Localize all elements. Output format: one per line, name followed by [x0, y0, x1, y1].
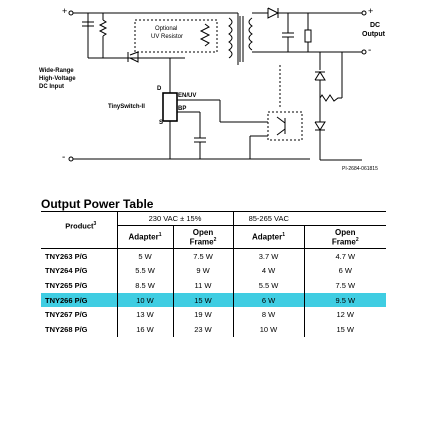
pin-s-label: S [159, 120, 164, 126]
open-frame-230-cell: 11 W [172, 278, 233, 293]
product-cell: TNY265 P/G [45, 280, 88, 290]
output-minus-label: - [368, 45, 372, 56]
output-description-line1: DC [370, 22, 381, 29]
input-minus-label: - [62, 152, 66, 163]
table-title: Output Power Table [41, 197, 386, 212]
open-frame-85-cell: 15 W [303, 321, 386, 337]
input-description-line2: High-Voltage [39, 76, 76, 82]
product-cell: TNY267 P/G [45, 310, 88, 320]
open-frame-85-cell: 7.5 W [303, 278, 386, 293]
product-cell: TNY264 P/G [45, 266, 88, 276]
pin-d-label: D [157, 86, 162, 92]
input-plus-label: + [62, 6, 68, 16]
input-description-line1: Wide-Range [39, 68, 74, 74]
input-description-line3: DC Input [39, 84, 64, 90]
open-frame-230-cell: 9 W [172, 263, 233, 279]
adapter-85-cell: 3.7 W [232, 248, 304, 264]
adapter-230-cell: 13 W [116, 307, 173, 322]
optional-label: Optional [155, 26, 178, 32]
product-cell: TNY266 P/G [41, 292, 117, 308]
product-cell: TNY268 P/G [45, 324, 88, 334]
chip-label: TinySwitch-II [108, 104, 145, 110]
table-row: TNY268 P/G 16 W 23 W 10 W 15 W [41, 321, 386, 337]
product-column-header: Product3 [41, 212, 117, 249]
open-frame-85-cell: 4.7 W [303, 248, 386, 264]
adapter-85-header: Adapter1 [232, 225, 304, 249]
table-row: TNY267 P/G 13 W 19 W 8 W 12 W [41, 307, 386, 322]
table-row: TNY265 P/G 8.5 W 11 W 5.5 W 7.5 W [41, 278, 386, 293]
adapter-230-cell: 5 W [116, 248, 173, 264]
uv-resistor-label: UV Resistor [151, 34, 184, 40]
table-row: TNY263 P/G 5 W 7.5 W 3.7 W 4.7 W [41, 248, 386, 264]
pin-bp-label: BP [178, 106, 187, 112]
adapter-85-cell: 6 W [232, 292, 304, 308]
adapter-230-cell: 5.5 W [116, 263, 173, 279]
open-frame-230-cell: 15 W [172, 292, 233, 308]
open-frame-230-cell: 7.5 W [172, 248, 233, 264]
pin-en-label: EN/UV [178, 93, 197, 99]
adapter-85-cell: 4 W [232, 263, 304, 279]
open-frame-230-cell: 19 W [172, 307, 233, 322]
figure-reference-code: PI-2684-061815 [342, 166, 378, 172]
table-row-highlighted: TNY266 P/G 10 W 15 W 6 W 9.5 W [41, 292, 386, 308]
output-description-line2: Output [362, 31, 385, 38]
circuit-schematic [68, 7, 367, 162]
open-frame-85-cell: 6 W [303, 263, 386, 279]
group-header-85-265vac: 85-265 VAC [232, 212, 304, 226]
adapter-85-cell: 10 W [232, 321, 304, 337]
adapter-230-cell: 8.5 W [116, 278, 173, 293]
adapter-230-cell: 16 W [116, 321, 173, 337]
output-plus-label: + [368, 6, 374, 16]
output-power-table: Product3 230 VAC ± 15% 85-265 VAC Adapte… [41, 212, 386, 337]
adapter-230-header: Adapter1 [116, 225, 173, 249]
open-frame-85-cell: 12 W [303, 307, 386, 322]
adapter-230-cell: 10 W [116, 292, 173, 308]
open-frame-85-cell: 9.5 W [303, 292, 386, 308]
adapter-85-cell: 8 W [232, 307, 304, 322]
group-header-230vac: 230 VAC ± 15% [116, 212, 233, 226]
table-row: TNY264 P/G 5.5 W 9 W 4 W 6 W [41, 263, 386, 279]
adapter-85-cell: 5.5 W [232, 278, 304, 293]
open-frame-230-cell: 23 W [172, 321, 233, 337]
product-cell: TNY263 P/G [45, 251, 88, 261]
